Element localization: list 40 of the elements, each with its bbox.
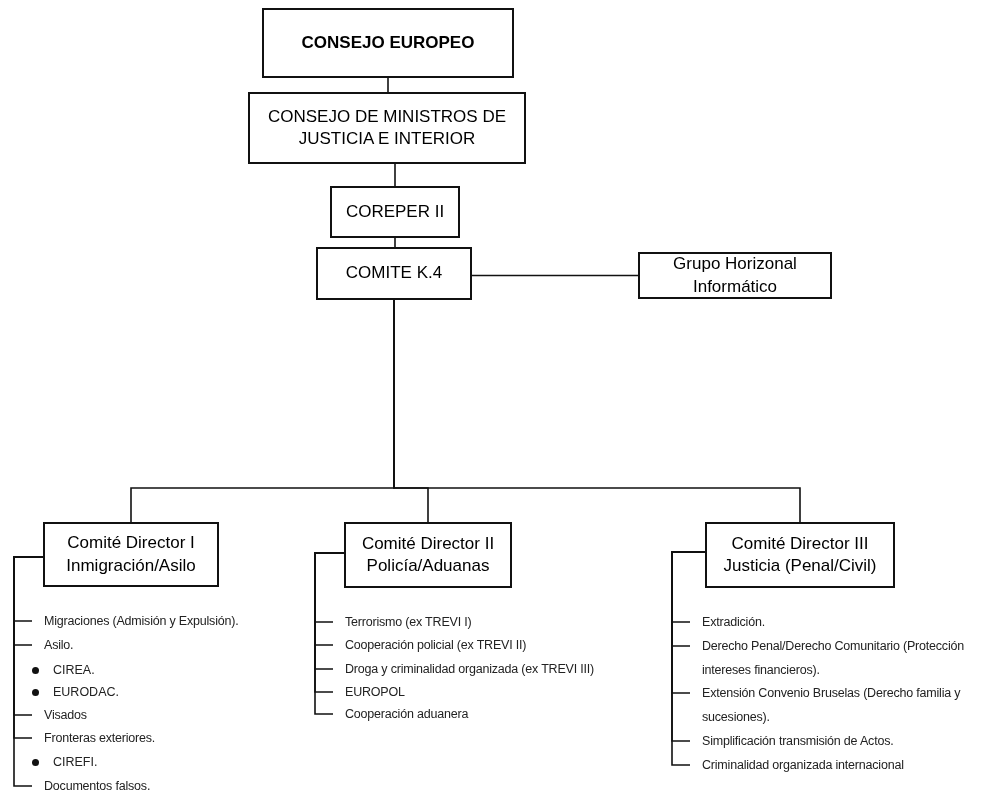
list-item-text: CIREA. — [53, 662, 95, 679]
connector-line — [13, 556, 44, 787]
list-item-text: Extensión Convenio Bruselas (Derecho familia y sucesiones). — [702, 686, 961, 724]
list-item-text: Cooperación policial (ex TREVI II) — [345, 638, 527, 652]
list-item-text: Simplificación transmisión de Actos. — [702, 734, 894, 748]
list-item-text: Fronteras exteriores. — [44, 731, 156, 745]
list-item-text: EUROPOL — [345, 685, 405, 699]
list-item-text: Extradición. — [702, 615, 765, 629]
org-box — [43, 522, 219, 587]
connector-line — [394, 163, 396, 187]
list-item-text: Derecho Penal/Derecho Comunitario (Protección intereses financieros). — [702, 639, 964, 677]
box-label: CONSEJO DE MINISTROS DE JUSTICIA E INTERIOR — [267, 105, 507, 150]
connector-line — [394, 237, 396, 248]
box-label: Grupo Horizonal Informático — [672, 253, 798, 298]
connector-line — [387, 77, 389, 93]
list-item-text: EURODAC. — [53, 684, 119, 701]
org-box — [262, 8, 514, 78]
box-label: COREPER II — [345, 200, 445, 223]
box-label: Comité Director III Justicia (Penal/Civil) — [722, 532, 878, 577]
list-item-text: Documentos falsos. — [44, 779, 151, 793]
org-box — [638, 252, 832, 299]
connector-line — [393, 299, 801, 523]
list-item-text: Criminalidad organizada internacional — [702, 758, 904, 772]
list-item-text: CIREFI. — [53, 754, 98, 771]
org-box — [344, 522, 512, 588]
list-item-text: Migraciones (Admisión y Expulsión). — [44, 614, 239, 628]
list-item-text: Cooperación aduanera — [345, 707, 469, 721]
list-item-text: Terrorismo (ex TREVI I) — [345, 615, 472, 629]
org-box — [316, 247, 472, 300]
box-label: Comité Director II Policía/Aduanas — [360, 532, 496, 577]
box-label: Comité Director I Inmigración/Asilo — [65, 532, 197, 577]
list-item-text: Visados — [44, 708, 87, 722]
org-box — [330, 186, 460, 238]
box-label: CONSEJO EUROPEO — [301, 31, 475, 54]
list-item-text: Droga y criminalidad organizada (ex TREVI III) — [345, 662, 594, 676]
list-item-text: Asilo. — [44, 638, 74, 652]
org-box — [248, 92, 526, 164]
org-box — [705, 522, 895, 588]
box-label: COMITE K.4 — [345, 262, 443, 285]
connector-line — [471, 274, 639, 277]
